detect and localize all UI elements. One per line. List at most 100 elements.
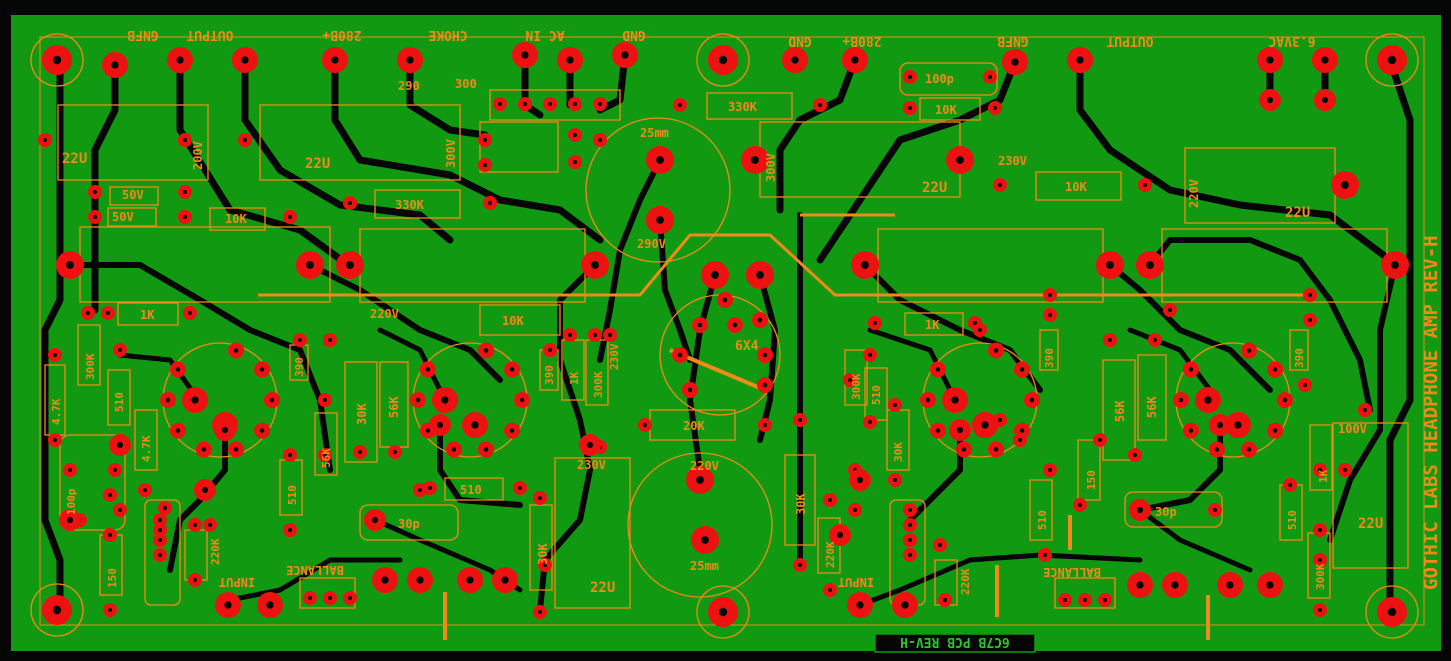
drill-hole xyxy=(598,138,602,142)
top-connector-labels: GNFB OUTPUT 280B+ CHOKE AC IN GND GND 28… xyxy=(127,27,1315,48)
drill-hole xyxy=(943,598,947,602)
drill-hole xyxy=(851,56,859,64)
connector-label: OUTPUT xyxy=(186,27,233,42)
node-voltage: 220V xyxy=(370,307,399,321)
connector-label: CHOKE xyxy=(428,27,467,42)
drill-hole xyxy=(358,450,362,454)
cap-rating: 200V xyxy=(191,141,205,170)
resistor-label: 30K xyxy=(892,442,905,462)
misc-label: 290 xyxy=(398,79,420,93)
connector-label: GNFB xyxy=(127,27,158,42)
drill-hole xyxy=(1171,581,1179,589)
resistor-label: 510 xyxy=(460,483,482,497)
drill-hole xyxy=(143,488,147,492)
drill-hole xyxy=(908,75,912,79)
resistor-label: 510 xyxy=(1286,510,1299,530)
drill-hole xyxy=(233,447,239,452)
drill-hole xyxy=(108,608,112,612)
drill-hole xyxy=(233,348,239,353)
drill-hole xyxy=(1103,598,1107,602)
silk-labels: 22U 22U 22U 22U 22U 22U 100V 25mm 25mm 2… xyxy=(50,27,1383,596)
drill-hole xyxy=(509,428,515,433)
filter-cap-label: 25mm xyxy=(690,559,719,573)
balance-label: BALLANCE xyxy=(286,563,344,577)
drill-hole xyxy=(956,156,964,164)
drill-hole xyxy=(998,183,1002,187)
drill-hole xyxy=(348,201,352,205)
drill-hole xyxy=(425,428,431,433)
drill-hole xyxy=(925,397,931,403)
drill-hole xyxy=(893,478,897,482)
drill-hole xyxy=(722,297,728,303)
drill-hole xyxy=(873,321,877,325)
drill-hole xyxy=(763,423,767,427)
drill-hole xyxy=(116,441,124,449)
resistor-label: 220K xyxy=(959,568,972,595)
drill-hole xyxy=(158,538,162,542)
drill-hole xyxy=(935,367,941,372)
connector-label: GND xyxy=(622,27,646,42)
drill-hole xyxy=(1204,396,1212,404)
drill-hole xyxy=(201,486,209,494)
drill-hole xyxy=(371,516,379,524)
resistor-label: 20K xyxy=(683,419,705,433)
drill-hole xyxy=(656,216,664,224)
drill-hole xyxy=(908,553,912,557)
input-label: INPUT xyxy=(219,575,255,589)
resistor-label: 150 xyxy=(1085,470,1098,490)
drill-hole xyxy=(1078,503,1082,507)
drill-hole xyxy=(543,563,547,567)
drill-hole xyxy=(1308,293,1312,297)
drill-hole xyxy=(241,56,249,64)
drill-hole xyxy=(762,352,768,358)
drill-hole xyxy=(1272,367,1278,372)
drill-hole xyxy=(718,607,728,617)
drill-hole xyxy=(1076,56,1084,64)
drill-hole xyxy=(732,322,738,328)
drill-hole xyxy=(106,311,110,315)
drill-hole xyxy=(756,271,764,279)
drill-hole xyxy=(901,601,909,609)
drill-hole xyxy=(1108,338,1112,342)
drill-hole xyxy=(908,523,912,527)
drill-hole xyxy=(498,102,502,106)
drill-hole xyxy=(1178,397,1184,403)
drill-hole xyxy=(298,338,302,342)
resistor-label: 10K xyxy=(225,212,247,226)
drill-hole xyxy=(751,156,759,164)
drill-hole xyxy=(1303,383,1307,387)
resistor-label: 390 xyxy=(1043,348,1056,368)
drill-hole xyxy=(993,348,999,353)
drill-hole xyxy=(288,215,292,219)
drill-hole xyxy=(406,56,414,64)
drill-hole xyxy=(201,447,207,452)
drill-hole xyxy=(266,601,274,609)
drill-hole xyxy=(466,576,474,584)
connector-label: AC IN xyxy=(525,27,564,42)
drill-hole xyxy=(973,321,977,325)
resistor-label: 330K xyxy=(728,100,758,114)
resistor-label: 510 xyxy=(286,485,299,505)
drill-hole xyxy=(1011,58,1019,66)
drill-hole xyxy=(1018,438,1022,442)
misc-label: 300 xyxy=(455,77,477,91)
drill-hole xyxy=(118,508,122,512)
node-voltage: 290V xyxy=(637,237,666,251)
drill-hole xyxy=(418,488,422,492)
cap-label: 22U xyxy=(590,580,615,596)
drill-hole xyxy=(331,56,339,64)
resistor-label: 30K xyxy=(536,543,550,565)
cap-small-label: 50V xyxy=(112,210,134,224)
drill-hole xyxy=(598,102,602,106)
drill-hole xyxy=(441,396,449,404)
drill-hole xyxy=(193,523,197,527)
resistor-label: 1K xyxy=(568,371,581,385)
resistor-label: 300K xyxy=(850,373,863,400)
drill-hole xyxy=(1048,468,1052,472)
drill-hole xyxy=(568,333,572,337)
node-voltage: 220V xyxy=(690,459,719,473)
drill-hole xyxy=(978,328,982,332)
pad-layer xyxy=(30,33,1419,639)
bottom-label: 6C7B PCB REV-H xyxy=(900,634,1010,649)
board-title: GOTHIC LABS HEADPHONE AMP REV-H xyxy=(1420,235,1442,590)
